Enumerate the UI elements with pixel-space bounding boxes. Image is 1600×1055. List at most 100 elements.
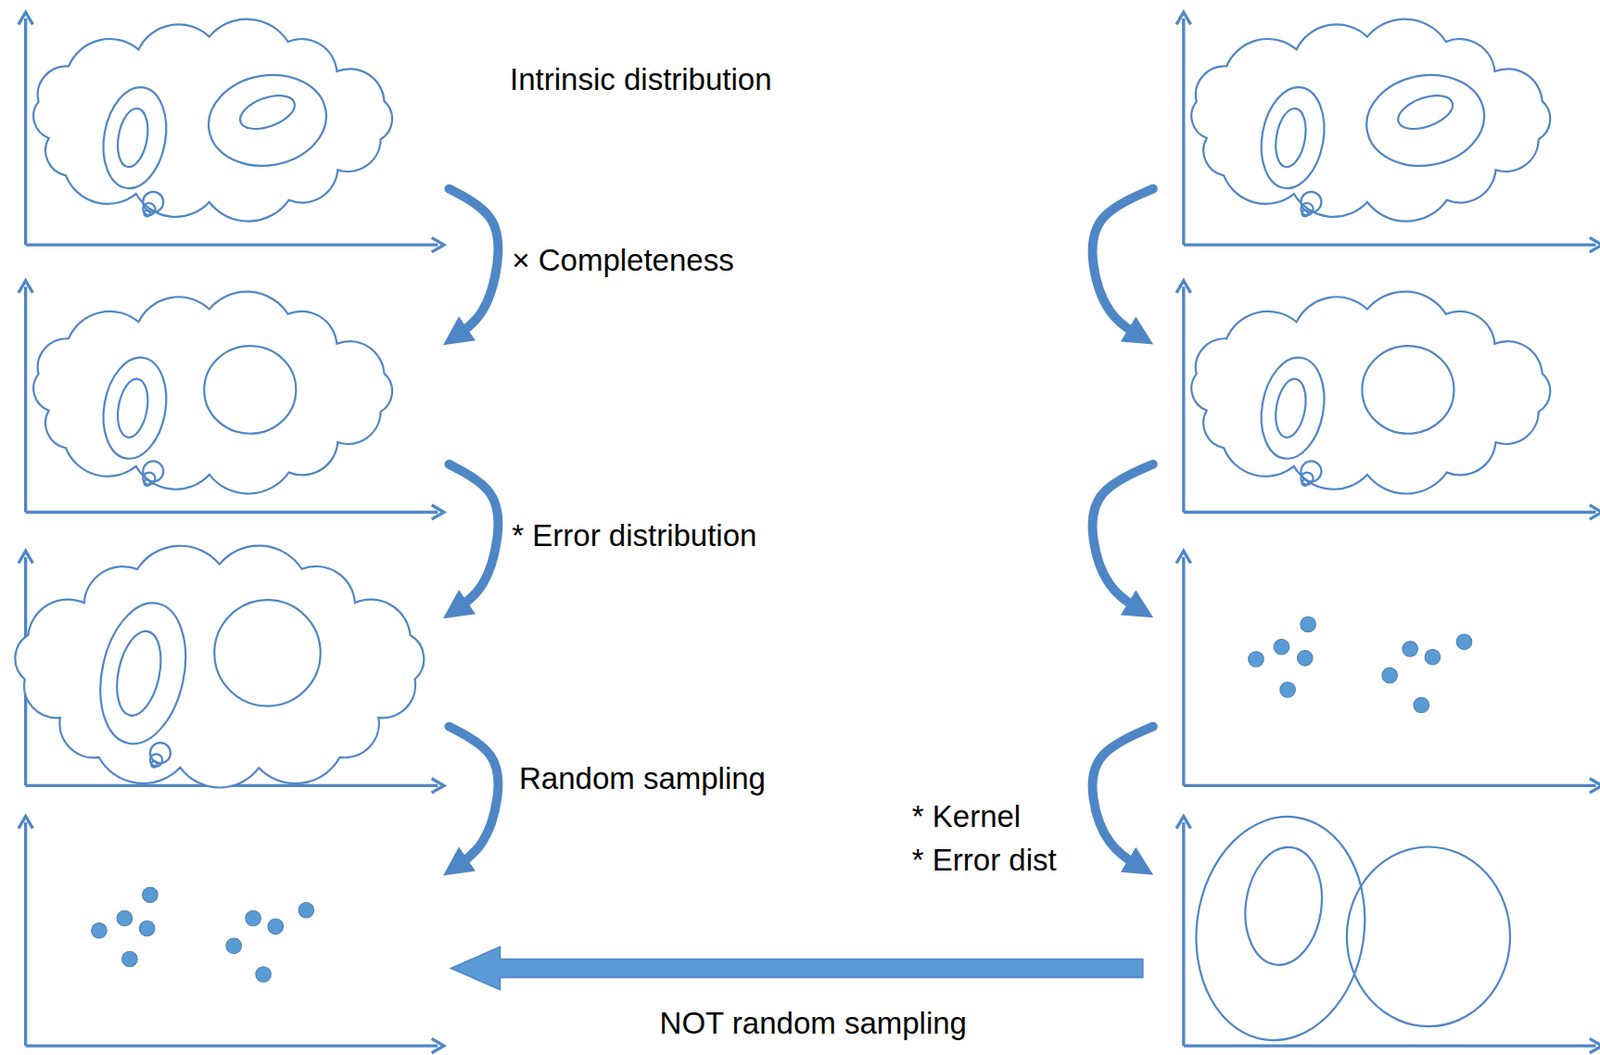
contour xyxy=(95,352,174,464)
contour xyxy=(201,65,334,176)
step-label: * Error distribution xyxy=(508,519,760,553)
contour xyxy=(1254,352,1333,464)
contour xyxy=(1358,65,1492,176)
graphic-part xyxy=(1176,280,1191,293)
sample-dot xyxy=(245,910,262,927)
sampling-arrow xyxy=(451,946,1143,990)
graphic-part xyxy=(1589,778,1600,793)
thought-bubble xyxy=(143,210,151,217)
process-arrow xyxy=(448,464,498,610)
thought-cloud xyxy=(1191,292,1550,495)
process-arrow xyxy=(1092,726,1153,868)
axes xyxy=(1176,280,1600,521)
contour xyxy=(88,595,198,752)
axes xyxy=(1176,550,1600,793)
contour xyxy=(114,105,153,169)
sample-dot xyxy=(255,966,272,983)
sample-dot xyxy=(1248,651,1265,668)
graphic-part xyxy=(25,510,439,514)
process-arrow xyxy=(448,726,498,868)
contour xyxy=(203,345,296,434)
graphic-part xyxy=(18,12,33,25)
graphic-part xyxy=(1181,18,1185,245)
step-label: * Kernel xyxy=(909,799,1024,833)
sample-dot xyxy=(1413,697,1430,713)
thought-bubble xyxy=(143,479,151,486)
graphic-part xyxy=(18,280,33,293)
thought-bubble xyxy=(1300,460,1321,482)
graphic-part xyxy=(1183,242,1597,246)
contour xyxy=(1271,376,1310,440)
sample-dot xyxy=(142,887,159,903)
sample-dot xyxy=(1273,639,1290,656)
graphic-part xyxy=(431,505,445,520)
thought-bubble xyxy=(150,742,171,763)
step-label: × Completeness xyxy=(508,243,737,278)
thought-cloud xyxy=(33,292,393,495)
axes xyxy=(1176,815,1600,1053)
graphic-part xyxy=(1589,505,1600,520)
graphic-part xyxy=(24,822,27,1046)
graphic-part xyxy=(18,550,33,563)
graphic-part xyxy=(1176,12,1191,25)
sample-dot xyxy=(1456,634,1473,650)
graphic-part xyxy=(1183,784,1597,788)
step-label: * Error dist xyxy=(909,843,1060,877)
graphic-part xyxy=(18,815,33,828)
graphic-part xyxy=(1181,286,1185,512)
step-label: Random sampling xyxy=(516,761,769,796)
contour xyxy=(1181,805,1379,1052)
graphic-part xyxy=(24,18,27,245)
sample-dot xyxy=(1300,616,1317,633)
sample-dot xyxy=(1402,641,1419,658)
process-arrow xyxy=(448,189,498,338)
thought-bubble xyxy=(1301,479,1308,486)
contour xyxy=(95,82,174,194)
sample-dot xyxy=(1280,682,1296,699)
graphic-part xyxy=(1183,510,1597,514)
process-arrow xyxy=(1092,189,1153,338)
sample-dot xyxy=(1382,667,1398,684)
sample-dot xyxy=(298,901,315,918)
step-label: Intrinsic distribution xyxy=(507,63,775,97)
graphic-part xyxy=(24,286,27,512)
step-label: NOT random sampling xyxy=(657,1006,970,1041)
graphic-part xyxy=(1183,1043,1597,1047)
graphic-part xyxy=(431,1038,445,1053)
contour xyxy=(214,599,320,706)
thought-bubble xyxy=(1300,191,1321,213)
sample-dot xyxy=(116,910,133,927)
contour xyxy=(1254,82,1333,194)
thought-cloud xyxy=(1191,19,1550,222)
sample-dot xyxy=(91,922,108,939)
graphic-part xyxy=(25,242,439,246)
axes xyxy=(18,280,445,521)
graphic-part xyxy=(1589,237,1600,252)
thought-cloud xyxy=(14,546,424,788)
thought-cloud xyxy=(33,19,393,222)
sample-dot xyxy=(267,918,284,935)
graphic-part xyxy=(1176,550,1191,563)
contour xyxy=(110,627,168,721)
thought-bubble xyxy=(1301,210,1308,217)
axes xyxy=(18,815,445,1053)
graphic-part xyxy=(1181,557,1185,787)
sample-dot xyxy=(1297,650,1314,667)
contour xyxy=(1271,105,1310,169)
graphic-part xyxy=(1589,1038,1600,1053)
contour xyxy=(235,88,299,136)
graphic-part xyxy=(1181,822,1185,1046)
thought-bubble xyxy=(142,460,164,482)
thought-bubble xyxy=(142,191,164,213)
contour xyxy=(1346,846,1511,1027)
graphic-part xyxy=(431,237,445,252)
contour xyxy=(114,376,153,440)
contour xyxy=(1237,841,1329,970)
graphic-part xyxy=(25,1043,439,1047)
sample-dot xyxy=(226,938,242,954)
contour xyxy=(1393,88,1457,136)
sample-dot xyxy=(139,920,155,937)
sample-dot xyxy=(122,951,139,967)
axes xyxy=(1176,12,1600,253)
